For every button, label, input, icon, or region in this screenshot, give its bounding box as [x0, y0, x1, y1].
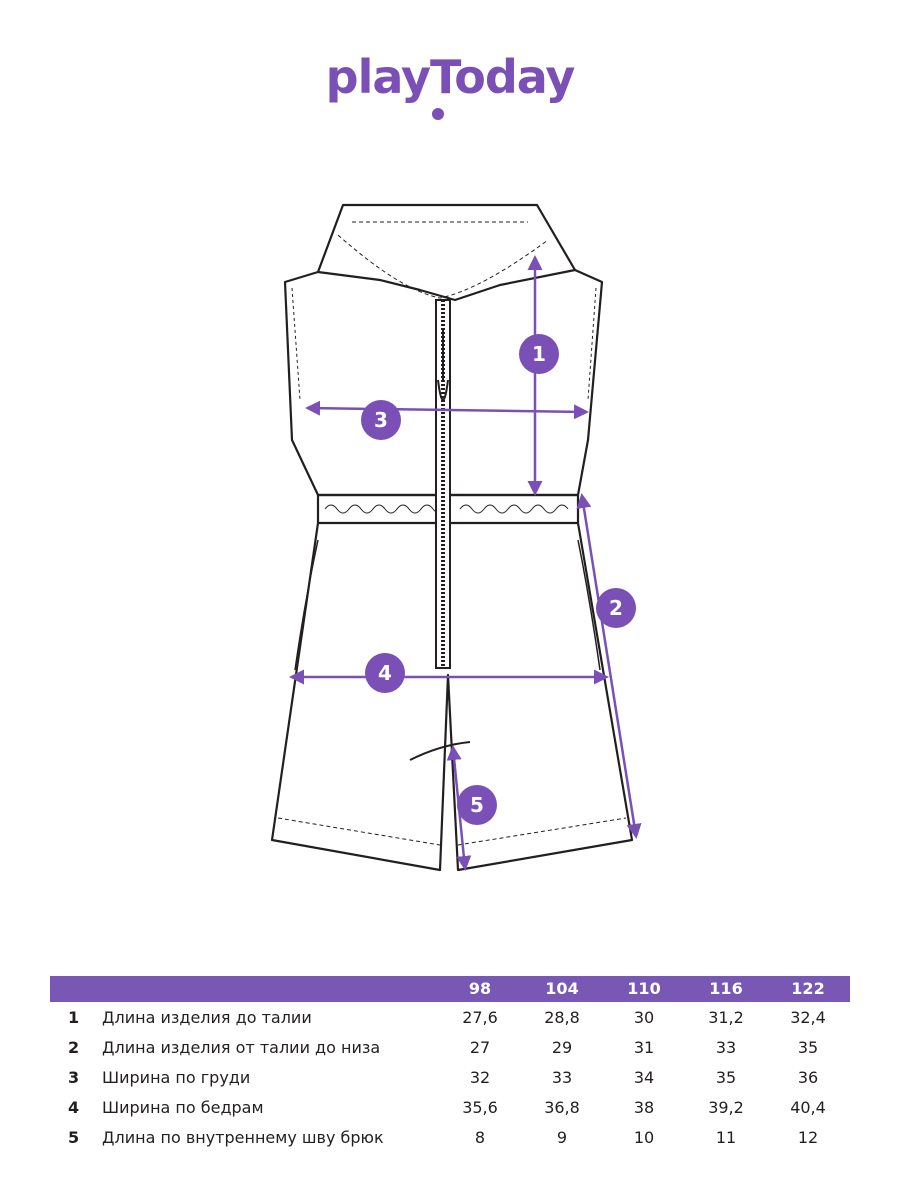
- hood: [316, 203, 577, 302]
- size-table: 98 104 110 116 122 1 Длина изделия до та…: [50, 976, 850, 1152]
- size-header-110: 110: [627, 979, 661, 998]
- row-label: Ширина по груди: [102, 1068, 251, 1087]
- measure-line-3: [305, 400, 589, 420]
- row-value: 9: [556, 1128, 568, 1147]
- marker-number: 5: [470, 793, 484, 817]
- row-value: 35: [715, 1068, 737, 1087]
- row-value: 35: [797, 1038, 819, 1057]
- row-number: 2: [68, 1038, 80, 1057]
- logo-dot: [432, 108, 444, 120]
- marker-number: 4: [378, 661, 392, 685]
- row-value: 35,6: [462, 1098, 498, 1117]
- size-header-98: 98: [468, 979, 492, 998]
- marker-4: 4: [365, 653, 405, 693]
- row-value: 40,4: [790, 1098, 826, 1117]
- row-value: 10: [633, 1128, 655, 1147]
- row-value: 11: [715, 1128, 737, 1147]
- row-label: Ширина по бедрам: [102, 1098, 264, 1117]
- size-table-header: 98 104 110 116 122: [50, 976, 850, 1002]
- row-value: 29: [551, 1038, 573, 1057]
- row-number: 3: [68, 1068, 80, 1087]
- marker-number: 1: [532, 342, 546, 366]
- marker-number: 3: [374, 408, 388, 432]
- measure-line-2: [576, 493, 642, 839]
- row-value: 27,6: [462, 1008, 498, 1027]
- row-value: 30: [633, 1008, 655, 1027]
- row-value: 34: [633, 1068, 655, 1087]
- row-number: 5: [68, 1128, 80, 1147]
- row-value: 12: [797, 1128, 819, 1147]
- brand-logo: playToday: [325, 50, 576, 104]
- row-value: 28,8: [544, 1008, 580, 1027]
- row-label: Длина по внутреннему шву брюк: [102, 1128, 384, 1147]
- table-row: 2 Длина изделия от талии до низа 27 29 3…: [50, 1032, 850, 1062]
- row-label: Длина изделия до талии: [102, 1008, 312, 1027]
- marker-2: 2: [596, 588, 636, 628]
- row-value: 33: [551, 1068, 573, 1087]
- shorts: [270, 522, 634, 872]
- row-value: 31,2: [708, 1008, 744, 1027]
- row-number: 1: [68, 1008, 80, 1027]
- row-value: 32,4: [790, 1008, 826, 1027]
- row-value: 33: [715, 1038, 737, 1057]
- size-header-104: 104: [545, 979, 579, 998]
- marker-3: 3: [361, 400, 401, 440]
- garment-sketch: 1 2 3 4 5: [270, 203, 642, 872]
- size-header-116: 116: [709, 979, 743, 998]
- row-value: 36: [797, 1068, 819, 1087]
- table-row: 1 Длина изделия до талии 27,6 28,8 30 31…: [50, 1002, 850, 1032]
- row-value: 31: [633, 1038, 655, 1057]
- table-row: 5 Длина по внутреннему шву брюк 8 9 10 1…: [50, 1122, 850, 1152]
- row-number: 4: [68, 1098, 80, 1117]
- row-value: 8: [474, 1128, 486, 1147]
- table-row: 4 Ширина по бедрам 35,6 36,8 38 39,2 40,…: [50, 1092, 850, 1122]
- zipper-pull: [437, 330, 449, 401]
- row-value: 38: [633, 1098, 655, 1117]
- row-value: 27: [469, 1038, 491, 1057]
- row-value: 36,8: [544, 1098, 580, 1117]
- row-label: Длина изделия от талии до низа: [102, 1038, 381, 1057]
- row-value: 39,2: [708, 1098, 744, 1117]
- marker-number: 2: [609, 596, 623, 620]
- table-row: 3 Ширина по груди 32 33 34 35 36: [50, 1062, 850, 1092]
- romper-outline: [270, 203, 634, 872]
- row-value: 32: [469, 1068, 491, 1087]
- size-header-122: 122: [791, 979, 825, 998]
- marker-5: 5: [457, 785, 497, 825]
- marker-1: 1: [519, 334, 559, 374]
